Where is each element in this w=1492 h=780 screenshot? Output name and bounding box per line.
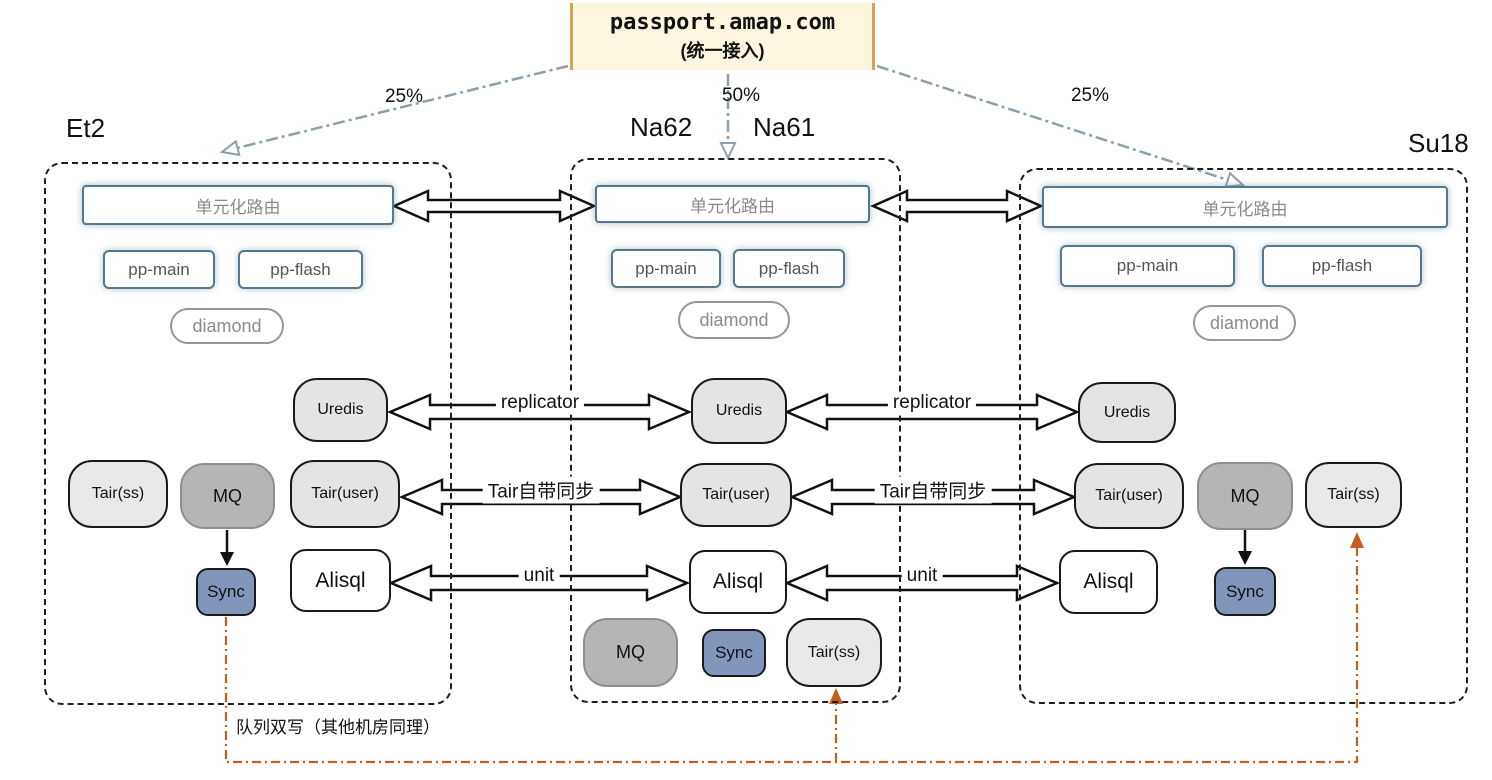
replicator-label-right: replicator <box>887 392 977 414</box>
mq-node-right: MQ <box>1197 462 1293 530</box>
alisql-node-middle: Alisql <box>689 550 787 614</box>
traffic-pct-right: 25% <box>1070 85 1110 106</box>
traffic-arrowhead-right-icon <box>1224 171 1246 188</box>
gateway-subtitle: (统一接入) <box>680 41 765 61</box>
routing-link-left-middle <box>390 189 598 223</box>
mq-node-left: MQ <box>180 463 275 529</box>
pp-main-node-right: pp-main <box>1060 245 1235 287</box>
tair-sync-label-left: Tair自带同步 <box>482 476 600 504</box>
routing-node-middle: 单元化路由 <box>595 185 870 223</box>
traffic-arrowhead-middle-icon <box>719 142 737 161</box>
pp-main-node-left: pp-main <box>103 250 215 289</box>
tair-user-node-right: Tair(user) <box>1074 463 1184 529</box>
queue-dual-write-path <box>224 546 1359 764</box>
uredis-node-middle: Uredis <box>691 378 787 444</box>
queue-arrowhead-middle-icon <box>829 688 843 704</box>
traffic-arrow-left <box>236 64 569 150</box>
unit-label-left: unit <box>518 565 560 587</box>
diamond-node-middle: diamond <box>678 301 790 339</box>
gateway-box: passport.amap.com (统一接入) <box>570 3 875 70</box>
tair-ss-node-left: Tair(ss) <box>68 460 168 528</box>
region-box-na62-na61 <box>570 158 901 703</box>
traffic-arrow-right <box>876 64 1229 182</box>
queue-dual-write-note: 队列双写（其他机房同理） <box>236 718 440 737</box>
gateway-domain: passport.amap.com <box>609 10 836 35</box>
diamond-node-left: diamond <box>170 308 284 344</box>
mq-sync-arrowhead-right-icon <box>1238 551 1252 565</box>
traffic-pct-left: 25% <box>384 86 424 107</box>
uredis-node-left: Uredis <box>293 378 388 442</box>
unit-label-right: unit <box>901 565 943 587</box>
queue-arrowhead-right-icon <box>1350 532 1364 548</box>
region-label-su18: Su18 <box>1408 128 1469 158</box>
tair-user-node-middle: Tair(user) <box>680 463 792 527</box>
alisql-node-left: Alisql <box>290 549 391 612</box>
diamond-node-right: diamond <box>1193 305 1296 341</box>
sync-node-middle: Sync <box>702 629 766 677</box>
tair-ss-node-middle: Tair(ss) <box>786 618 882 687</box>
pp-main-node-middle: pp-main <box>611 249 721 288</box>
routing-link-middle-right <box>869 189 1045 223</box>
tair-ss-node-right: Tair(ss) <box>1305 462 1402 528</box>
tair-sync-label-right: Tair自带同步 <box>874 476 992 504</box>
traffic-pct-middle: 50% <box>721 85 761 106</box>
alisql-node-right: Alisql <box>1059 550 1158 614</box>
routing-node-right: 单元化路由 <box>1042 186 1448 228</box>
region-label-na61: Na61 <box>753 112 816 142</box>
region-label-na62: Na62 <box>630 112 693 142</box>
traffic-arrowhead-left-icon <box>219 139 241 157</box>
region-box-et2 <box>44 162 452 705</box>
region-label-et2: Et2 <box>66 113 106 143</box>
routing-node-left: 单元化路由 <box>82 185 394 225</box>
pp-flash-node-left: pp-flash <box>238 250 363 289</box>
tair-user-node-left: Tair(user) <box>290 460 400 528</box>
sync-node-left: Sync <box>196 568 256 616</box>
mq-sync-arrowhead-left-icon <box>220 552 234 566</box>
pp-flash-node-right: pp-flash <box>1262 245 1422 287</box>
replicator-label-left: replicator <box>495 392 585 414</box>
mq-node-middle: MQ <box>583 618 678 687</box>
region-box-su18 <box>1019 168 1468 704</box>
uredis-node-right: Uredis <box>1078 382 1176 443</box>
pp-flash-node-middle: pp-flash <box>733 249 845 288</box>
sync-node-right: Sync <box>1214 567 1276 616</box>
